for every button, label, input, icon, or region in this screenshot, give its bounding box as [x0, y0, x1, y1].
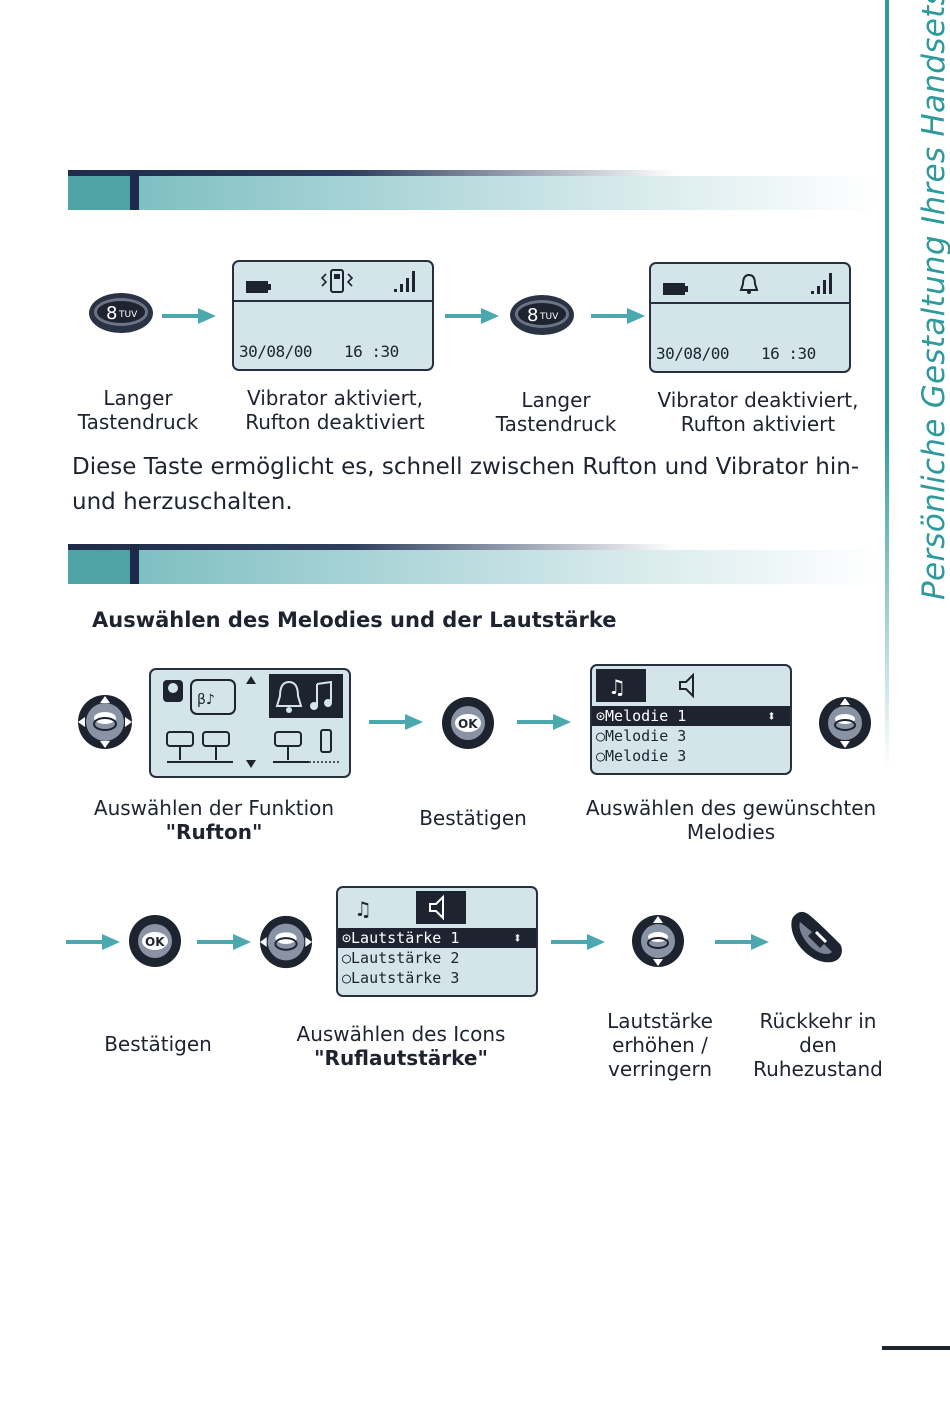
arrow-right-icon [369, 714, 423, 730]
volume-tab-icon [416, 891, 466, 924]
lcd-screen-ring: 30/08/00 16 :30 [649, 262, 851, 373]
list-item[interactable]: ⊙Lautstärke 1⬍ [338, 928, 536, 948]
battery-icon [663, 283, 688, 295]
section-header-bar [68, 544, 878, 584]
svg-text:β♪: β♪ [197, 692, 215, 708]
svg-text:TUV: TUV [118, 310, 138, 320]
handset-menu-icon [273, 729, 339, 763]
key-8-icon[interactable]: 8 TUV [509, 294, 575, 336]
side-tab: Persönliche Gestaltung Ihres Handsets [895, 0, 950, 600]
svg-text:8: 8 [106, 303, 117, 324]
vibrate-icon [320, 269, 354, 293]
side-divider [885, 0, 889, 770]
arrow-right-icon [197, 934, 251, 950]
arrow-right-icon [715, 934, 769, 950]
arrow-right-icon [445, 308, 499, 324]
lcd-menu-screen: β♪ [149, 668, 351, 778]
hang-up-key-icon[interactable] [786, 910, 846, 966]
svg-text:♫: ♫ [608, 675, 626, 699]
step-caption: Auswählen des Icons"Ruflautstärke" [296, 1022, 506, 1070]
navigation-updown-key-icon[interactable] [631, 914, 685, 968]
key-8-icon[interactable]: 8 TUV [88, 292, 154, 334]
svg-text:♫: ♫ [354, 897, 372, 921]
ok-key-icon[interactable]: OK [441, 696, 495, 750]
signal-icon [394, 271, 415, 292]
melody-tab-icon: ♫ [342, 891, 392, 924]
melody-tab-icon: ♫ [596, 669, 646, 702]
svg-text:TUV: TUV [539, 312, 559, 322]
lcd-melody-screen: ♫ ⊙Melodie 1⬍ ○Melodie 3 ○Melodie 3 [590, 664, 792, 775]
bell-icon [739, 273, 759, 294]
navigation-key-icon[interactable] [76, 694, 134, 750]
list-item[interactable]: ○Melodie 3 [596, 727, 687, 745]
arrow-right-icon [517, 714, 571, 730]
lcd-screen-vibrate: 30/08/00 16 :30 [232, 260, 434, 371]
melody-list: ⊙Melodie 1⬍ ○Melodie 3 ○Melodie 3 [592, 706, 790, 766]
lcd-date: 30/08/00 [656, 344, 730, 363]
step-caption: Bestätigen [104, 1032, 212, 1056]
arrow-right-icon [591, 308, 645, 324]
intercom-menu-icon [166, 731, 233, 763]
navigation-leftright-key-icon[interactable] [258, 914, 314, 970]
volume-tab-icon [666, 669, 716, 702]
section-header-bar [68, 170, 878, 210]
list-item[interactable]: ○Lautstärke 3 [342, 969, 460, 987]
volume-list: ⊙Lautstärke 1⬍ ○Lautstärke 2 ○Lautstärke… [338, 928, 536, 988]
page-footer-rule [882, 1346, 950, 1350]
subheading: Auswählen des Melodies und der Lautstärk… [92, 608, 617, 632]
step-caption: Vibrator aktiviert,Rufton deaktiviert [245, 386, 425, 434]
step-caption: Auswählen der Funktion"Rufton" [93, 796, 335, 844]
lcd-time: 16 :30 [761, 344, 816, 363]
svg-text:OK: OK [458, 717, 478, 731]
ring-menu-icon [269, 674, 343, 718]
step-caption: Bestätigen [419, 806, 527, 830]
step-caption: Vibrator deaktiviert,Rufton aktiviert [657, 388, 859, 436]
arrow-right-icon [551, 934, 605, 950]
contacts-menu-icon: β♪ [163, 679, 236, 715]
list-item[interactable]: ○Melodie 3 [596, 747, 687, 765]
svg-text:8: 8 [527, 305, 538, 326]
scroll-arrows-icon [246, 676, 256, 768]
lcd-date: 30/08/00 [239, 342, 313, 361]
list-item[interactable]: ○Lautstärke 2 [342, 949, 460, 967]
arrow-right-icon [66, 934, 120, 950]
signal-icon [811, 273, 832, 294]
side-tab-title: Persönliche Gestaltung Ihres Handsets [916, 0, 950, 600]
lcd-time: 16 :30 [344, 342, 399, 361]
list-item[interactable]: ⊙Melodie 1⬍ [592, 706, 790, 726]
description-paragraph: Diese Taste ermöglicht es, schnell zwisc… [72, 454, 860, 515]
arrow-right-icon [162, 308, 216, 324]
svg-text:OK: OK [145, 935, 165, 949]
ok-key-icon[interactable]: OK [128, 914, 182, 968]
battery-icon [246, 281, 271, 293]
lcd-volume-screen: ♫ ⊙Lautstärke 1⬍ ○Lautstärke 2 ○Lautstär… [336, 886, 538, 997]
navigation-updown-key-icon[interactable] [818, 696, 872, 750]
